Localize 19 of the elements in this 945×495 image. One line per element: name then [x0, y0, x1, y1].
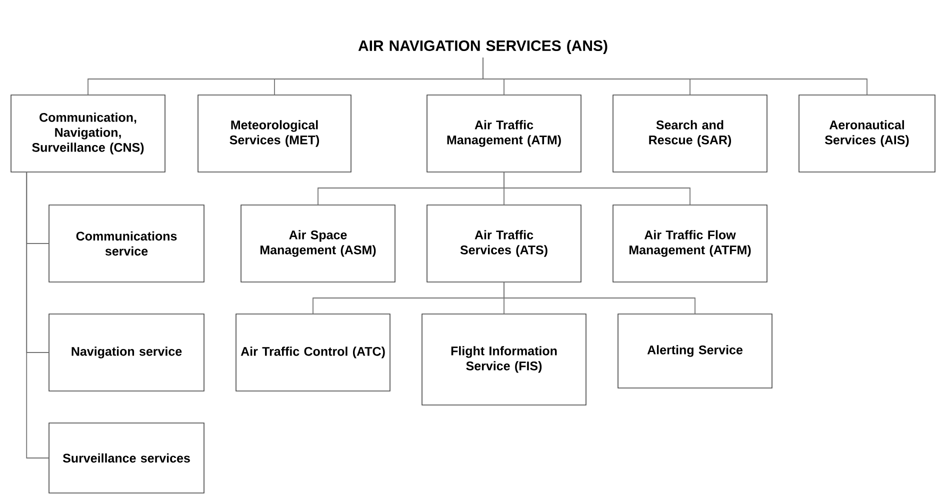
service-box: Air Traffic Flow Management (ATFM) [612, 204, 768, 282]
service-box: Air Traffic Management (ATM) [426, 94, 582, 172]
diagram-title: AIR NAVIGATION SERVICES (ANS) [358, 40, 608, 54]
connector-line [504, 282, 696, 314]
service-box: Communications service [48, 204, 204, 282]
service-box: Aeronautical Services (AIS) [798, 94, 936, 172]
service-box: Alerting Service [618, 314, 772, 388]
service-box: Air Traffic Services (ATS) [426, 204, 582, 282]
service-box: Surveillance services [48, 422, 204, 494]
connector-line [26, 172, 50, 458]
connector-line [482, 57, 868, 96]
service-box: Air Space Management (ASM) [240, 204, 396, 282]
service-box: Air Traffic Control (ATC) [236, 314, 390, 392]
service-box: Navigation service [48, 314, 204, 392]
service-box: Communication, Navigation, Surveillance (CNS) [10, 94, 166, 172]
service-box: Flight Information Service (FIS) [422, 314, 586, 406]
connector-line [504, 172, 690, 206]
service-box: Meteorological Services (MET) [198, 94, 352, 172]
service-box: Search and Rescue (SAR) [612, 94, 768, 172]
